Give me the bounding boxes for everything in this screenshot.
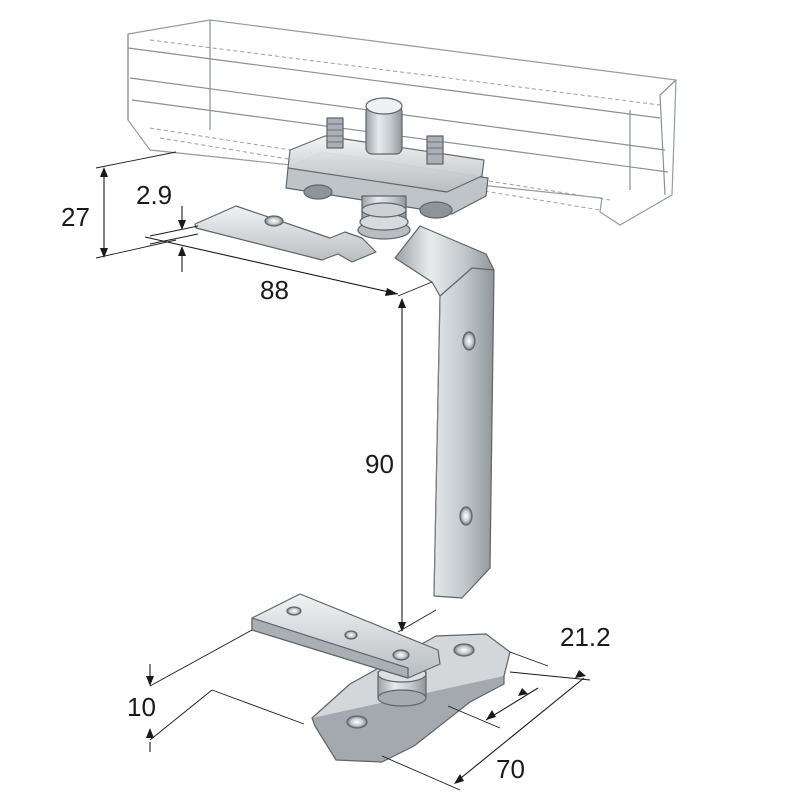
dimension-label-thickness: 2.9 xyxy=(136,180,172,210)
dimension-label-top-arm: 88 xyxy=(260,275,289,305)
mounting-hole-icon xyxy=(453,643,475,657)
dimension-label-height: 27 xyxy=(61,202,90,232)
mounting-hole-icon xyxy=(264,215,284,227)
mounting-hole-icon xyxy=(392,649,410,661)
mounting-hole-icon xyxy=(286,606,302,616)
dimension-label-pivot-height: 10 xyxy=(127,692,156,722)
bottom-pivot-assembly xyxy=(251,593,511,763)
mounting-hole-icon xyxy=(344,630,358,640)
mounting-hole-icon xyxy=(346,715,368,729)
dimension-label-vertical: 90 xyxy=(365,449,394,479)
vertical-bracket xyxy=(394,225,495,599)
mounting-hole-icon xyxy=(462,331,476,351)
dimension-label-offset: 21.2 xyxy=(560,622,611,652)
carriage-assembly xyxy=(285,97,489,240)
top-bracket-arm xyxy=(194,205,377,263)
mounting-hole-icon xyxy=(459,506,473,526)
dimension-label-base-length: 70 xyxy=(496,754,525,784)
dimension-annotations: 27 2.9 88 90 10 21.2 70 xyxy=(61,151,611,791)
